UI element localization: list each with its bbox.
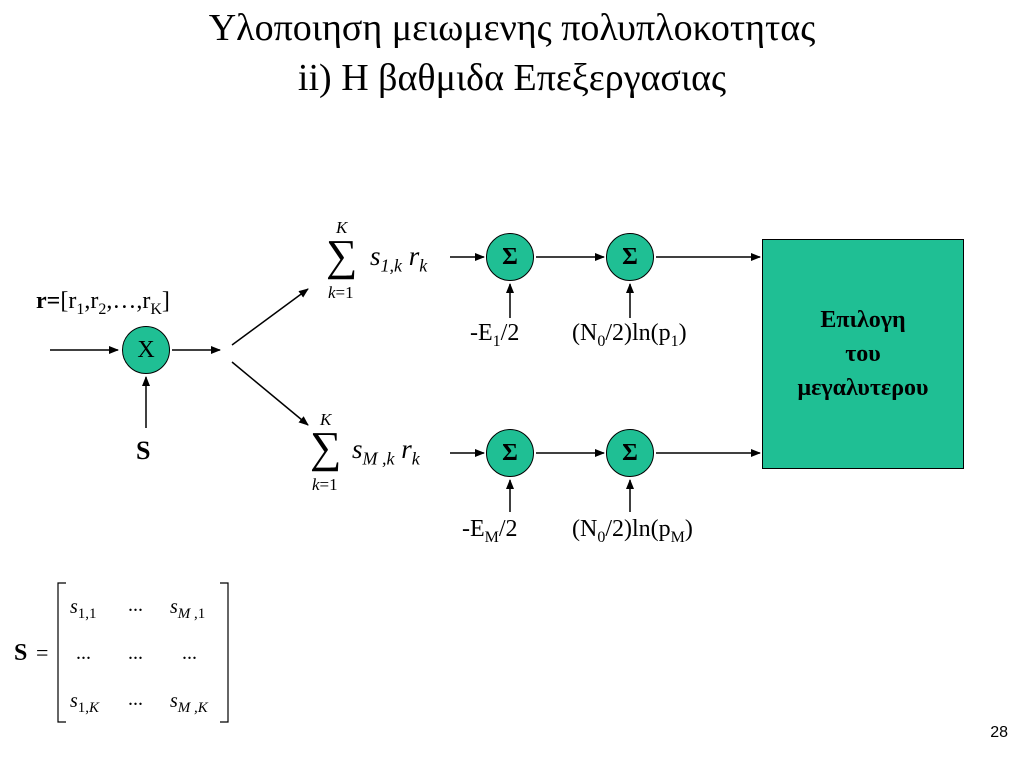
top-energy-term: -E1/2	[470, 320, 520, 350]
matrix-cell-r3c1: s1,K	[70, 690, 100, 716]
bottom-energy-term: -EM/2	[462, 516, 518, 546]
bottom-sum-lower-limit: k=1	[312, 475, 338, 494]
top-sum-upper-limit: K	[336, 218, 348, 237]
slide-title-line1: Υλοποιηση μειωμενης πολυπλοκοτητας	[208, 7, 816, 49]
top-sum-lower-limit: k=1	[328, 283, 354, 302]
max-selector-line3: μεγαλυτερου	[797, 375, 929, 401]
max-selector-line2: του	[845, 341, 881, 367]
page-number: 28	[990, 724, 1008, 741]
matrix-right-bracket	[220, 582, 229, 723]
matrix-cell-r3c3: sM ,K	[170, 690, 208, 716]
max-selector-box: Επιλογη του μεγαλυτερου	[762, 239, 964, 469]
top-adder-1: Σ	[486, 233, 534, 281]
matrix-cell-r2c1: ...	[76, 642, 91, 664]
top-branch-term: s1,k rk	[370, 241, 428, 276]
max-selector-line1: Επιλογη	[820, 307, 906, 333]
arrow-split-bottom	[231, 361, 309, 426]
matrix-left-bracket	[57, 582, 66, 723]
input-r-vector: [r1,r2,…,rK]	[60, 288, 170, 318]
top-summation-symbol: ∑	[326, 231, 358, 280]
matrix-cell-r1c2: ...	[128, 594, 143, 616]
matrix-cell-r3c2: ...	[128, 688, 143, 710]
top-adder-2: Σ	[606, 233, 654, 281]
matrix-cell-r1c1: s1,1	[70, 596, 97, 622]
matrix-cell-r2c2: ...	[128, 642, 143, 664]
bottom-prior-term: (N0/2)ln(pM)	[572, 516, 693, 546]
signal-matrix-input-label: S	[136, 436, 151, 465]
slide-title-line2: ii) Η βαθμιδα Επεξεργασιας	[297, 57, 727, 99]
matrix-label: S	[14, 640, 28, 666]
bottom-summation-symbol: ∑	[310, 423, 342, 472]
bottom-adder-1: Σ	[486, 429, 534, 477]
matrix-cell-r1c3: sM ,1	[170, 596, 206, 622]
input-r-bold: r=	[36, 288, 61, 314]
bottom-adder-2: Σ	[606, 429, 654, 477]
input-r-label: r=[r1,r2,…,rK]	[36, 288, 170, 319]
multiplier-node: X	[122, 326, 170, 374]
top-prior-term: (N0/2)ln(p1)	[572, 320, 687, 350]
arrow-split-top	[231, 288, 309, 346]
matrix-equals: =	[36, 640, 49, 665]
matrix-cell-r2c3: ...	[182, 642, 197, 664]
bottom-sum-upper-limit: K	[320, 410, 332, 429]
bottom-branch-term: sM ,k rk	[352, 434, 420, 469]
